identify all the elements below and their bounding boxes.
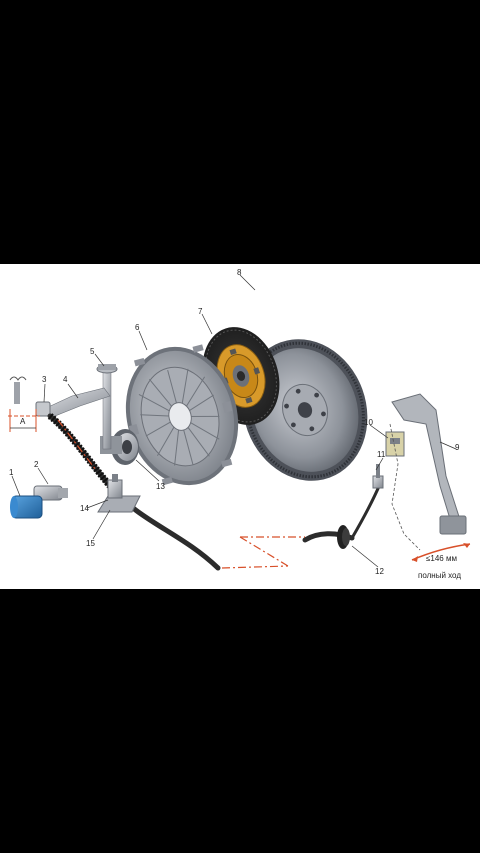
pressure-plate [125, 344, 239, 486]
release-bearing [100, 429, 139, 465]
clutch-pedal [389, 393, 467, 551]
part-label-4: 4 [63, 375, 68, 384]
cable-adjuster [372, 464, 384, 489]
part-label-12: 12 [375, 567, 384, 576]
part-label-2: 2 [34, 460, 39, 469]
part-label-15: 15 [86, 539, 95, 548]
part-label-13: 13 [156, 482, 165, 491]
part-label-7: 7 [198, 307, 203, 316]
cable-grommet [337, 525, 350, 549]
leader-lines [11, 274, 457, 568]
part-label-11: 11 [377, 450, 386, 459]
part-label-6: 6 [135, 323, 140, 332]
release-fork-shaft [96, 364, 118, 450]
pedal-travel-value: ≤146 мм [426, 554, 457, 563]
dimension-a: A [8, 409, 40, 432]
part-label-5: 5 [90, 347, 95, 356]
part-label-9: 9 [455, 443, 460, 452]
dimension-a-label: A [20, 417, 26, 426]
part-label-1: 1 [9, 468, 14, 477]
pedal-travel-arc: ≤146 мм полный ход [411, 543, 471, 580]
part-label-10: 10 [364, 418, 373, 427]
cable-break-lines [57, 419, 305, 569]
adjusting-nut [33, 485, 68, 501]
clutch-diagram-svg: A [8, 268, 471, 580]
part-label-8: 8 [237, 268, 242, 277]
pedal-travel-caption: полный ход [418, 571, 461, 580]
part-label-3: 3 [42, 375, 47, 384]
part-labels: 1 2 3 4 5 6 7 8 9 10 11 12 13 14 15 [9, 268, 460, 576]
part-label-14: 14 [80, 504, 89, 513]
cable-bracket [97, 474, 141, 513]
blue-cap [10, 495, 43, 519]
cable-end [385, 431, 405, 457]
clutch-diagram: A [0, 264, 480, 589]
release-fork [43, 387, 111, 419]
